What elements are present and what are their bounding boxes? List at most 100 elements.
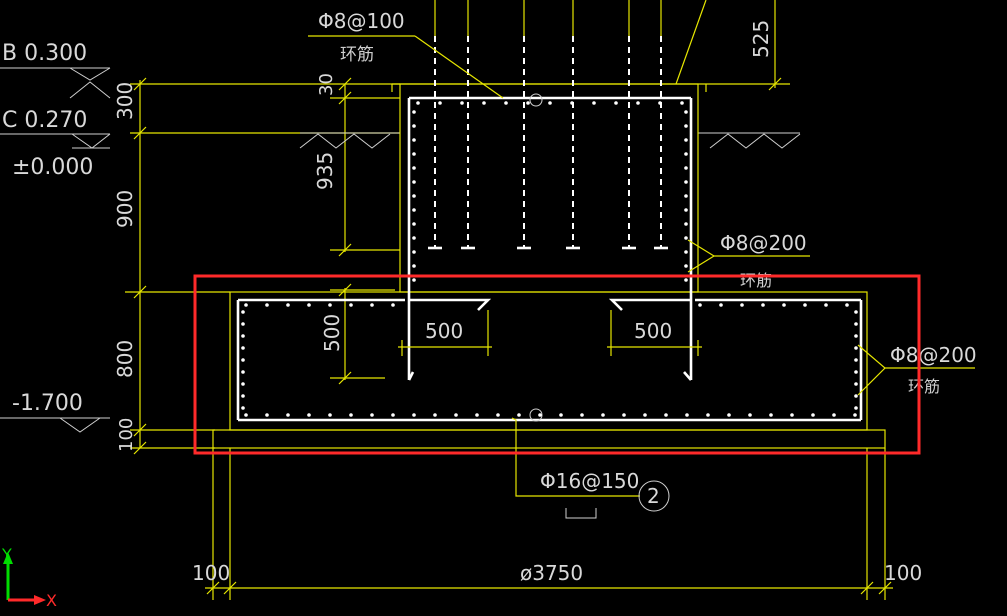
rebar-dot [782, 303, 786, 307]
bar-shape-symbol [565, 508, 597, 519]
rebar-dot [727, 413, 731, 417]
dim-800: 800 [113, 340, 137, 378]
rebar-dot [526, 101, 530, 105]
elevation-ground-label: ±0.000 [12, 155, 93, 180]
rebar-dot [412, 138, 416, 142]
mid-ring-spec: Φ8@200 [720, 231, 807, 255]
rebar-dot [811, 413, 815, 417]
dim-500-left: 500 [425, 319, 463, 343]
rebar-dot [412, 194, 416, 198]
rebar-dot [854, 310, 858, 314]
right-ring-note: 环筋 [908, 377, 940, 396]
rebar-dot [854, 322, 858, 326]
rebar-dot [698, 303, 702, 307]
rebar-dot [438, 101, 442, 105]
elevation-top2-marker [71, 133, 111, 149]
rebar-dot [391, 303, 395, 307]
rebar-dot [241, 382, 245, 386]
rebar-dot [684, 222, 688, 226]
rebar-dot [241, 334, 245, 338]
rebar-dot [412, 250, 416, 254]
rebar-dot [684, 236, 688, 240]
rebar-dot [748, 413, 752, 417]
elevation-markers: B 0.300 C 0.270 ±0.000 -1.700 [0, 41, 111, 433]
dim-100-bottom-right: 100 [884, 561, 922, 585]
rebar-dot [349, 303, 353, 307]
rebar-dot [286, 413, 290, 417]
bottom-bar-spec: Φ16@150 [540, 469, 639, 493]
rebar-dot [328, 413, 332, 417]
callout-mid-ring: Φ8@200 环筋 [687, 231, 810, 290]
dim-935: 935 [313, 152, 337, 190]
elevation-bottom-label: -1.700 [12, 391, 83, 416]
rebar-dot [790, 413, 794, 417]
rebar-dot [580, 413, 584, 417]
rebar-dot [854, 358, 858, 362]
rebar-dot [853, 413, 857, 417]
rebar-dot [601, 413, 605, 417]
rebar-dot [622, 413, 626, 417]
rebar-dot [241, 394, 245, 398]
rebar-dot [241, 358, 245, 362]
rebar-dot [684, 208, 688, 212]
bolt-2 [461, 0, 475, 250]
bottom-bar-mark-circle [638, 480, 670, 512]
rebar-dot [286, 303, 290, 307]
bottom-bar-mark: 2 [647, 484, 660, 508]
rebar-dot [496, 413, 500, 417]
rebar-dot [685, 413, 689, 417]
footing-inner-dims: 500 500 [398, 310, 702, 356]
dim-30: 30 [316, 73, 337, 96]
ground-hatch [299, 132, 801, 149]
anchor-bolts [428, 0, 668, 250]
rebar-dot [307, 413, 311, 417]
elevation-top2-label: C 0.270 [2, 108, 87, 133]
mid-ring-note: 环筋 [740, 271, 772, 290]
rebar-dot [412, 180, 416, 184]
rebar-dot [636, 101, 640, 105]
footing-rebar-cage [236, 298, 863, 422]
rebar-dot [241, 370, 245, 374]
footing-bar-dots [241, 303, 858, 417]
rebar-dot [684, 152, 688, 156]
dim-900: 900 [113, 190, 137, 228]
highlight-selection-box [193, 274, 921, 455]
rebar-dot [265, 413, 269, 417]
rebar-dot [761, 303, 765, 307]
rebar-dot [559, 413, 563, 417]
rebar-dot [460, 101, 464, 105]
bolt-6 [654, 0, 668, 250]
rebar-dot [854, 394, 858, 398]
column-center-marker [529, 93, 543, 107]
inner-dimension-chain: 30 935 500 [313, 73, 400, 385]
rebar-dot [412, 166, 416, 170]
rebar-dot [412, 264, 416, 268]
rebar-dot [740, 303, 744, 307]
rebar-dot [570, 101, 574, 105]
callout-bottom-bar: Φ16@150 2 [511, 417, 670, 519]
rebar-dot [664, 413, 668, 417]
rebar-dot [592, 101, 596, 105]
rebar-dot [241, 310, 245, 314]
rebar-dot [769, 413, 773, 417]
y-axis-label: Y [1, 545, 12, 564]
bolt-5 [622, 0, 636, 250]
callout-top-ring: Φ8@100 环筋 [308, 9, 504, 99]
rebar-dot [412, 222, 416, 226]
top-ring-note: 环筋 [340, 45, 374, 65]
rebar-dot [854, 346, 858, 350]
rebar-dot [412, 208, 416, 212]
rebar-dot [684, 138, 688, 142]
rebar-dot [538, 413, 542, 417]
rebar-dot [684, 166, 688, 170]
rebar-dot [349, 413, 353, 417]
dim-300: 300 [113, 82, 137, 120]
rebar-dot [265, 303, 269, 307]
rebar-dot [475, 413, 479, 417]
bottom-dimension-chain: 100 ø3750 100 [192, 448, 922, 600]
rebar-dot [412, 413, 416, 417]
rebar-dot [684, 250, 688, 254]
rebar-dot [412, 278, 416, 282]
elevation-top1-marker [69, 67, 111, 81]
